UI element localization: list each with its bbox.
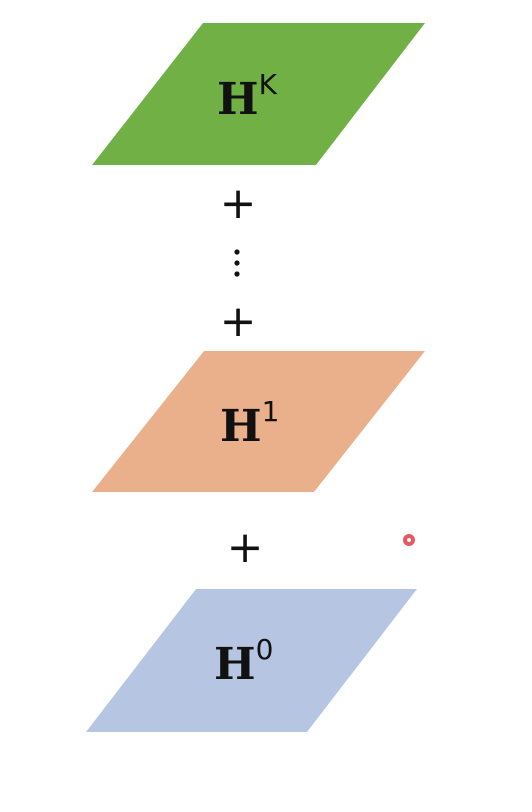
layer-h-k: HK <box>92 23 425 165</box>
plus-operator-bottom: + <box>227 522 264 573</box>
layer-h-1-parallelogram <box>92 351 425 492</box>
cursor-marker <box>403 534 415 546</box>
plus-operator-middle: + <box>220 296 257 347</box>
layer-h-0-parallelogram <box>86 589 417 732</box>
vertical-ellipsis <box>234 249 240 277</box>
layer-h-1-label: H1 <box>220 395 279 452</box>
layer-h-1: H1 <box>92 351 425 492</box>
plus-operator-top: + <box>220 178 257 229</box>
layer-h-k-label: HK <box>217 68 278 125</box>
layer-h-0: H0 <box>86 589 417 732</box>
layer-h-0-label: H0 <box>214 633 273 690</box>
layer-h-k-parallelogram <box>92 23 425 165</box>
